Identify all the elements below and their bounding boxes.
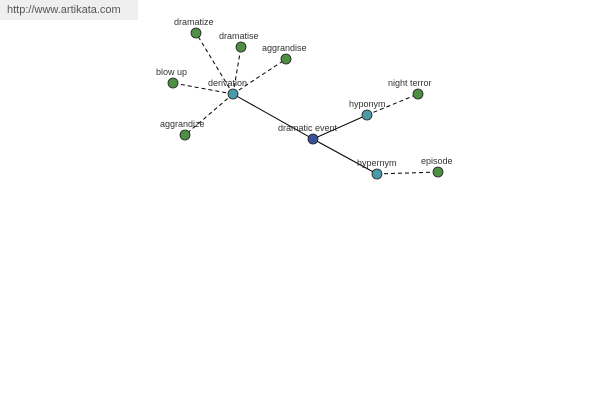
label-derivation[interactable]: derivation bbox=[208, 78, 247, 88]
edge-derivation-aggrandise bbox=[232, 58, 287, 95]
node-leaf-aggrandize[interactable] bbox=[179, 129, 191, 141]
graph-nodes bbox=[167, 27, 444, 180]
node-leaf-blow-up[interactable] bbox=[167, 77, 179, 89]
node-leaf-aggrandise[interactable] bbox=[280, 53, 292, 65]
source-url-banner[interactable]: http://www.artikata.com bbox=[0, 0, 138, 20]
label-aggrandize[interactable]: aggrandize bbox=[160, 119, 205, 129]
node-relation-hypernym[interactable] bbox=[371, 168, 383, 180]
edge-dramatic-event-hypernym bbox=[312, 138, 378, 175]
edge-hyponym-night-terror bbox=[366, 93, 419, 116]
edge-derivation-dramatize bbox=[195, 32, 234, 95]
node-leaf-dramatise[interactable] bbox=[235, 41, 247, 53]
edge-derivation-blow-up bbox=[172, 82, 234, 95]
label-dramatise[interactable]: dramatise bbox=[219, 31, 259, 41]
edge-derivation-aggrandize bbox=[184, 93, 234, 136]
edge-dramatic-event-hyponym bbox=[312, 114, 368, 140]
label-aggrandise[interactable]: aggrandise bbox=[262, 43, 307, 53]
label-episode[interactable]: episode bbox=[421, 156, 453, 166]
node-leaf-episode[interactable] bbox=[432, 166, 444, 178]
graph-labels: dramatic event derivation hyponym hypernym d… bbox=[156, 17, 453, 168]
label-dramatize[interactable]: dramatize bbox=[174, 17, 214, 27]
label-hypernym[interactable]: hypernym bbox=[357, 158, 397, 168]
graph-edges bbox=[172, 32, 439, 175]
label-dramatic-event[interactable]: dramatic event bbox=[278, 123, 338, 133]
edge-hypernym-episode bbox=[376, 171, 439, 175]
node-relation-derivation[interactable] bbox=[227, 88, 239, 100]
edge-derivation-dramatise bbox=[232, 46, 242, 95]
edge-dramatic-event-derivation bbox=[232, 93, 314, 140]
node-relation-hyponym[interactable] bbox=[361, 109, 373, 121]
label-blow-up[interactable]: blow up bbox=[156, 67, 187, 77]
label-night-terror[interactable]: night terror bbox=[388, 78, 432, 88]
label-hyponym[interactable]: hyponym bbox=[349, 99, 386, 109]
node-leaf-dramatize[interactable] bbox=[190, 27, 202, 39]
node-leaf-night-terror[interactable] bbox=[412, 88, 424, 100]
node-center-dramatic-event[interactable] bbox=[307, 133, 319, 145]
